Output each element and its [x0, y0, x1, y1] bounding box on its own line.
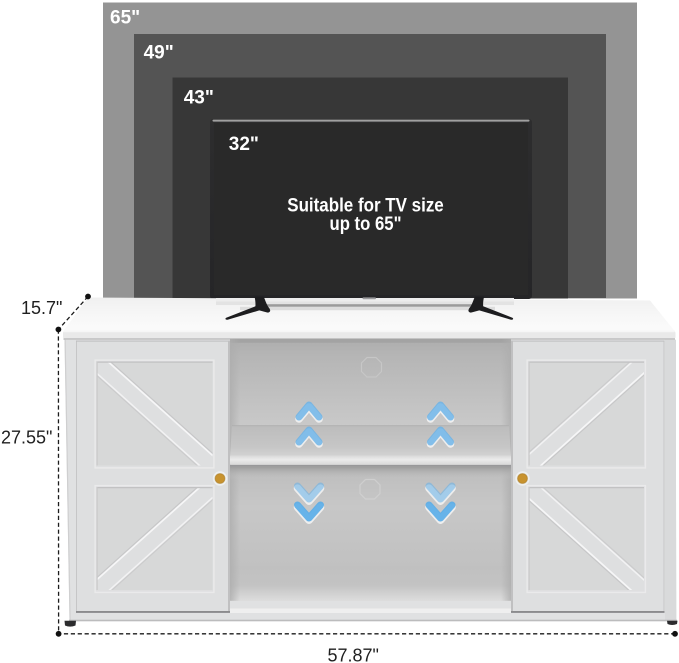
- svg-text:49": 49": [144, 43, 174, 64]
- svg-text:43": 43": [184, 88, 214, 109]
- svg-text:32": 32": [229, 134, 259, 155]
- svg-text:57.87": 57.87": [328, 646, 379, 663]
- svg-text:15.7": 15.7": [21, 298, 62, 318]
- svg-text:Suitable for TV size: Suitable for TV size: [287, 196, 444, 217]
- svg-text:65": 65": [110, 7, 140, 28]
- svg-text:up to 65": up to 65": [330, 214, 402, 235]
- svg-text:27.55": 27.55": [1, 428, 52, 448]
